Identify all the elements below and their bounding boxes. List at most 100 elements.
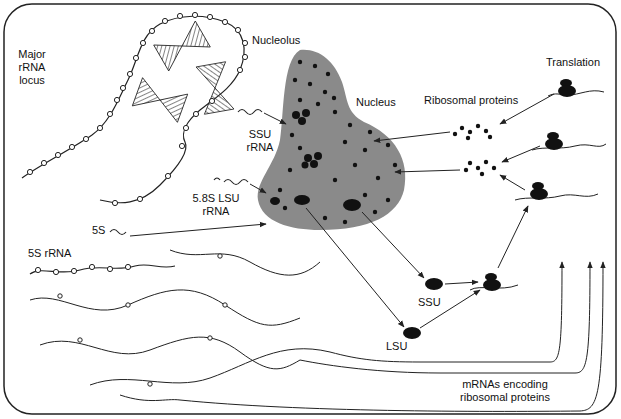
major-rRNA-locus-strand-part-part [192,12,197,17]
nucleolar-dots-part [308,82,312,86]
protein-label: Ribosomal proteins [424,94,518,107]
major-rRNA-locus-strand-part-part [235,27,240,32]
ribosomal-protein-dots-part [476,166,480,170]
rRNA-transcription-units-part [132,78,187,123]
major-rRNA-locus-strand-part-part [41,160,46,165]
pre-ribosome-particles-part [302,109,310,117]
process-label: Translation [546,56,600,69]
ribosomal-protein-dots-part [484,160,488,164]
ribosomal-protein-dots-part [460,126,464,130]
rRNA-label-anchor: 5.8S LSU rRNA [188,192,244,218]
mRNA-label: mRNAs encoding ribosomal proteins [452,378,558,404]
rRNA-label: 5.8S LSU rRNA [188,192,244,218]
locus-label-anchor: Major rRNA locus [12,48,52,87]
nucleolus-region-ellipse [131,17,345,231]
mRNA-strands [470,91,606,290]
5S-rRNA-locus-strand-part [30,265,175,274]
ribosomal-protein-dots-part [468,161,472,165]
nucleolar-dots-part [333,110,337,114]
mRNA-export-paths-part [300,262,590,373]
rRNA-transcription-units-part [154,21,211,71]
ribosomal-protein-dots-part [464,168,468,172]
protein-label-anchor: Ribosomal proteins [424,94,518,107]
5S-rRNA-locus-strand [30,264,175,274]
mRNA-export-paths [180,262,603,411]
ribosomes [483,79,576,291]
nucleolar-dots-part [353,163,357,167]
nucleolar-dots-part [298,60,302,64]
major-rRNA-locus-strand-part-part [97,125,102,130]
mRNA-export-paths-part [180,262,603,411]
nucleolar-dots-part [323,90,327,94]
pre-ribosome-particles-part [294,195,310,205]
process-arrows-part [374,132,450,141]
major-rRNA-locus-strand-part-part [242,40,247,45]
5S-rRNA-locus-strand-part-part [107,266,112,271]
ribosomal-protein-dots-part [492,166,496,170]
major-rRNA-locus-strand-part-part [83,136,88,141]
process-label-anchor: Translation [546,56,600,69]
cell-outline [4,4,616,414]
major-rRNA-locus-strand-part-part [207,14,212,19]
process-arrows-part [498,206,528,268]
ribosomal-protein-dots-part [468,130,472,134]
5S-rRNA-locus-strand-part-part [53,269,58,274]
rRNA-label: 5S [92,224,105,237]
process-arrows-part [130,224,266,236]
rRNA-transcripts-part [110,230,126,235]
process-arrows-part [264,113,286,124]
nucleolar-dots-part [290,133,294,137]
nucleolar-dots-part [376,176,380,180]
major-rRNA-locus-strand-part-part [237,67,242,72]
nucleolar-dots-part [313,64,317,68]
chromatin-fibres-part [40,337,300,369]
nucleolar-dots-part [298,98,302,102]
nucleolar-dots-part [363,148,367,152]
nucleolar-dots-part [348,123,352,127]
mRNA-label-anchor: mRNAs encoding ribosomal proteins [452,378,558,404]
ribosomal-protein-dots-part [484,129,488,133]
subunits [403,278,443,339]
process-arrows-part [420,290,480,328]
pre-ribosome-particles-part [343,199,361,211]
rRNA-transcripts-part [238,110,262,115]
nucleolar-dots-part [283,206,287,210]
major-rRNA-locus-strand-part-part [127,71,132,76]
chromatin-fibres-part [120,395,180,401]
nucleolar-dots-part [373,210,377,214]
rRNA-label-anchor: 5S [92,224,105,237]
chromatin-fibres-part-part [148,382,152,386]
major-rRNA-locus-strand-part-part [183,125,188,130]
ribosomes-part-part [483,279,501,291]
ribosomes-part [530,182,548,200]
ribosomes-part-part [558,85,576,97]
ribosomes-part [558,79,576,97]
process-arrows-part [395,170,460,172]
chromatin-fibres-part-part [58,294,62,298]
major-rRNA-locus-strand-part [27,12,247,205]
nucleolar-dots-part [386,143,390,147]
major-rRNA-locus-strand-part-part [193,111,198,116]
nucleus-label-anchor: Nucleus [356,96,396,109]
major-rRNA-locus-strand-part-part [165,173,170,178]
nucleus-outline-ellipse [17,11,435,409]
process-arrows-part [502,146,540,162]
chromatin-fibres-part [30,290,300,325]
nucleolus-label: Nucleolus [252,34,300,47]
5S-rRNA-locus-strand-part-part [71,268,76,273]
nucleolar-dots-part [293,78,297,82]
pre-ribosome-particles-part [302,162,309,169]
ribosomes-part [483,273,501,291]
nucleolar-dots-part [343,220,347,224]
rRNA-transcription-units [132,21,234,122]
process-arrows-part [445,282,478,284]
subunit-label: LSU [386,340,407,353]
ribosomes-part [545,132,563,150]
nucleolar-dots-part [316,102,320,106]
major-rRNA-locus-strand-part-part [162,18,167,23]
mRNA-export-paths-part [330,262,562,362]
locus-label: Major rRNA locus [12,48,52,87]
mRNA-strands-part [548,91,604,96]
